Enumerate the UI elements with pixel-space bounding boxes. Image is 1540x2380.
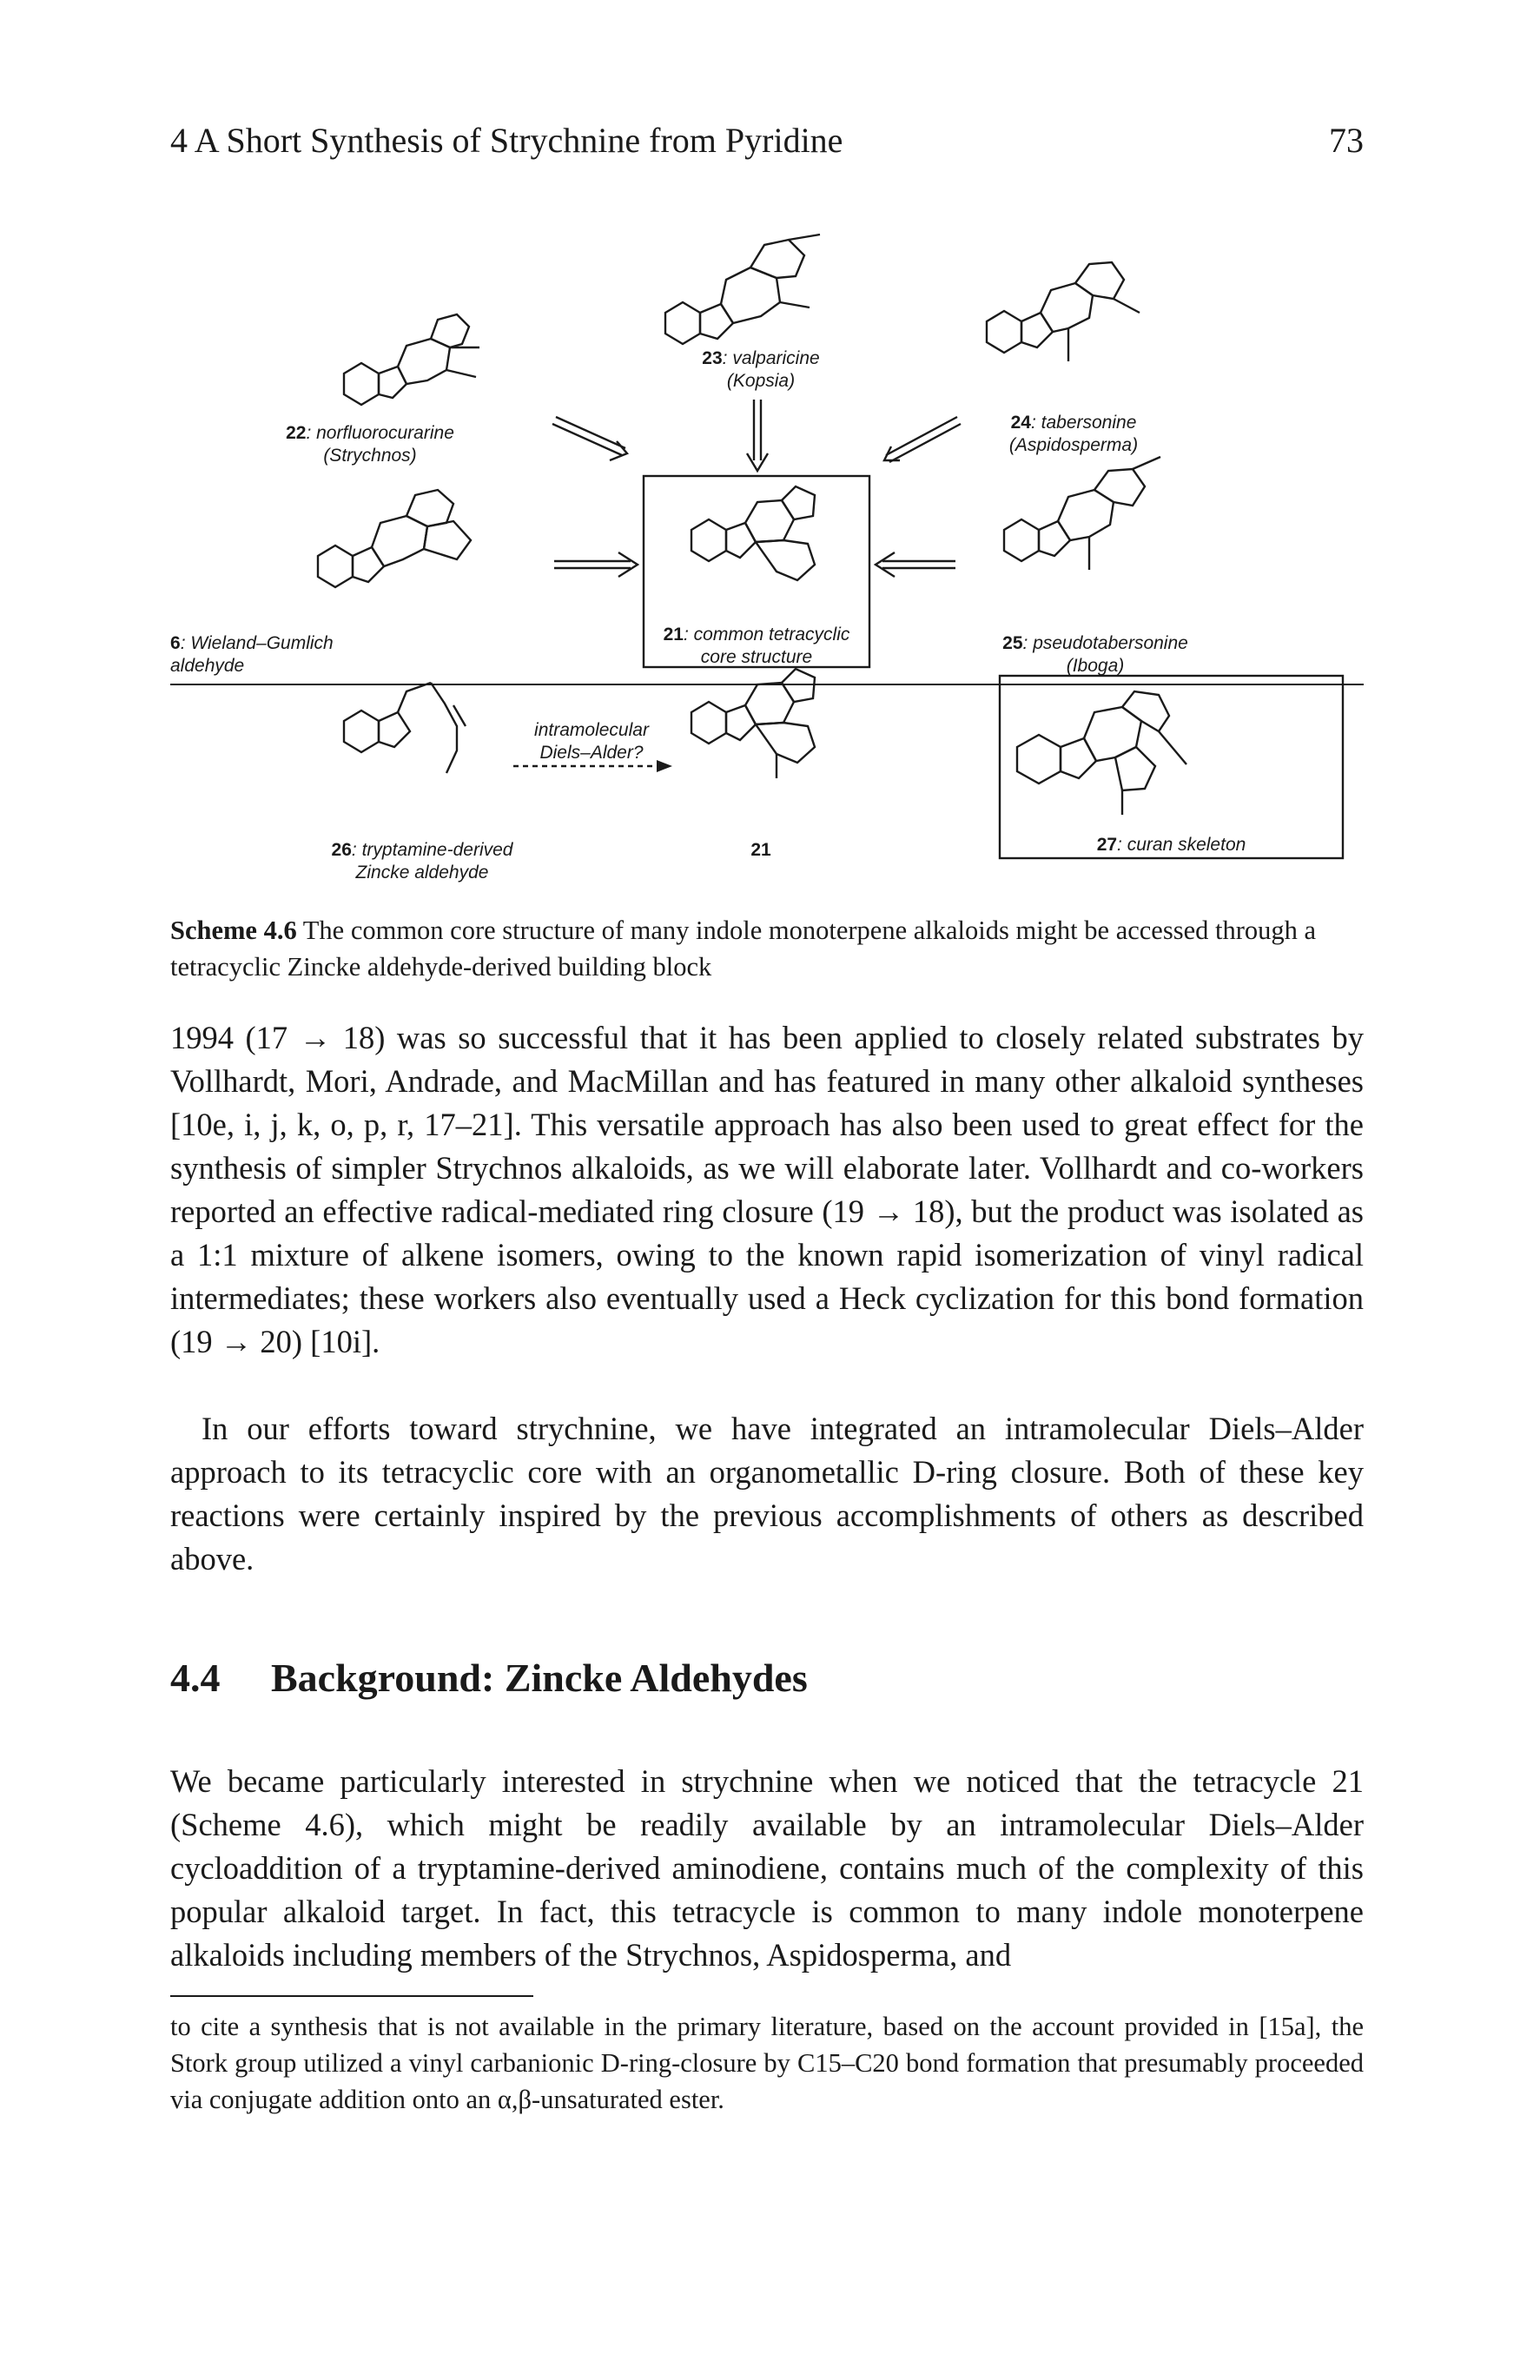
structure-23 xyxy=(664,233,821,346)
section-title: Background: Zincke Aldehydes xyxy=(271,1656,808,1700)
scheme-figure: 22: norfluorocurarine(Strychnos) 23: val… xyxy=(170,200,1364,895)
caption-text: The common core structure of many indole… xyxy=(170,916,1317,982)
chapter-title: 4 A Short Synthesis of Strychnine from P… xyxy=(170,121,843,160)
label-compound-22: 22: norfluorocurarine(Strychnos) xyxy=(286,423,454,466)
section-number: 4.4 xyxy=(170,1656,221,1700)
footnote: to cite a synthesis that is not availabl… xyxy=(170,2012,1364,2114)
label-compound-24: 24: tabersonine(Aspidosperma) xyxy=(1008,413,1139,455)
caption-label: Scheme 4.6 xyxy=(170,916,297,945)
paragraph-2: In our efforts toward strychnine, we hav… xyxy=(170,1411,1364,1577)
structure-27 xyxy=(1015,690,1187,815)
structure-26 xyxy=(342,681,467,774)
converging-arrows xyxy=(552,400,962,578)
curan-box xyxy=(998,674,1345,860)
structure-6 xyxy=(316,488,473,589)
page-number: 73 xyxy=(1329,121,1364,160)
scheme-caption: Scheme 4.6 The common core structure of … xyxy=(170,912,1364,985)
structure-21 xyxy=(690,667,816,778)
dashed-arrow-head xyxy=(657,760,672,772)
core-box xyxy=(642,474,871,669)
footnote-rule xyxy=(170,1995,533,1997)
structure-21-core xyxy=(690,485,816,582)
label-compound-25: 25: pseudotabersonine(Iboga) xyxy=(1002,633,1188,676)
structure-22 xyxy=(342,313,479,407)
structure-24 xyxy=(985,261,1140,361)
structure-25 xyxy=(1002,455,1161,570)
label-compound-21: 21 xyxy=(750,840,771,860)
running-header: 4 A Short Synthesis of Strychnine from P… xyxy=(170,120,1364,163)
label-compound-23: 23: valparicine(Kopsia) xyxy=(702,348,820,391)
scheme-drawing xyxy=(170,233,1364,860)
paragraph-1: 1994 (17 → 18) was so successful that it… xyxy=(170,1020,1364,1359)
section-heading: 4.4 Background: Zincke Aldehydes xyxy=(170,1655,808,1701)
section-paragraph: We became particularly interested in str… xyxy=(170,1763,1364,1973)
label-compound-27: 27: curan skeleton xyxy=(1096,835,1246,855)
